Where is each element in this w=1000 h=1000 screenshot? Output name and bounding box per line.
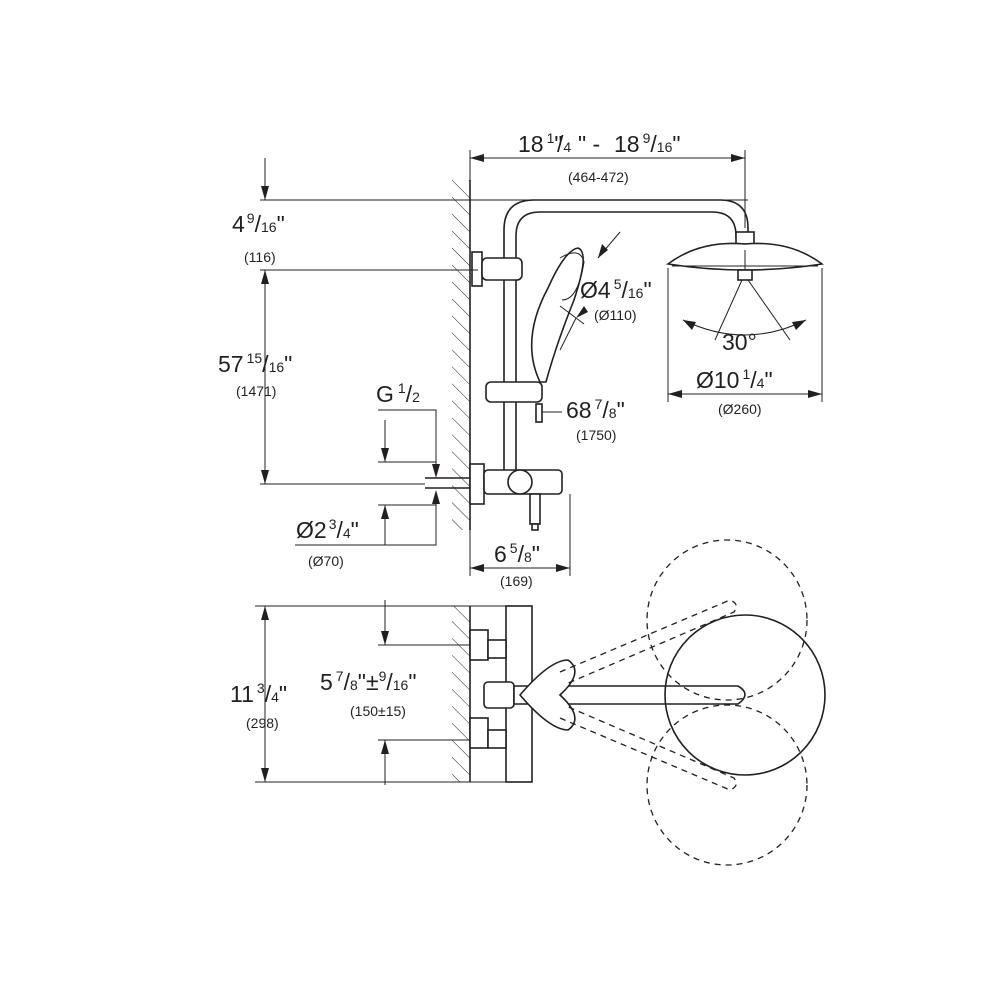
arrow-centers-up bbox=[381, 631, 389, 645]
slider-knob bbox=[535, 403, 543, 423]
arrow-esc bbox=[432, 490, 440, 504]
wall-hatch-side bbox=[452, 180, 470, 530]
side-view bbox=[425, 180, 824, 531]
arrow-thread bbox=[432, 464, 440, 478]
top-nut-upper bbox=[469, 629, 489, 661]
arrow-thread-up bbox=[381, 448, 389, 462]
arrow-head-right bbox=[808, 390, 822, 398]
head-circle-ghost-lower bbox=[646, 704, 808, 866]
head-joint bbox=[735, 231, 755, 245]
spray-line-right bbox=[747, 279, 791, 341]
spray-arc bbox=[682, 319, 807, 336]
arrow-head-left bbox=[668, 390, 682, 398]
wall-hatch-top bbox=[452, 606, 470, 782]
arrow-top-right bbox=[731, 154, 745, 162]
wall-bracket-low bbox=[469, 463, 485, 505]
top-nut-lower bbox=[469, 717, 489, 749]
arrow-tv-down bbox=[261, 768, 269, 782]
label-projection-metric: (169) bbox=[500, 573, 533, 589]
dim-esc-leader bbox=[295, 492, 437, 546]
top-riser-base bbox=[483, 681, 515, 709]
label-top-width-den-a: /4 bbox=[557, 131, 571, 157]
label-head-diameter-metric: (Ø260) bbox=[718, 401, 762, 417]
arrow-centers-down bbox=[381, 740, 389, 754]
mixer-knob bbox=[507, 469, 533, 495]
arrow-proj-left bbox=[470, 564, 484, 572]
arrow-esc-down bbox=[381, 505, 389, 519]
dim-hand-leader-3 bbox=[559, 305, 585, 325]
label-top-width-metric: (464-472) bbox=[568, 169, 629, 185]
top-arm bbox=[513, 685, 746, 705]
mixer-spout bbox=[529, 493, 541, 525]
arrow-hand-1 bbox=[598, 244, 608, 258]
top-nut-upper-hex bbox=[487, 639, 507, 659]
arrow-bar-up bbox=[261, 270, 269, 284]
arrow-bar-down bbox=[261, 470, 269, 484]
label-escutcheon-metric: (Ø70) bbox=[308, 553, 344, 569]
slider-holder bbox=[485, 381, 543, 403]
arm-ghost-upper bbox=[559, 599, 737, 685]
arrow-tv-up bbox=[261, 606, 269, 620]
spray-line-left bbox=[714, 279, 743, 341]
arrow-angle-right bbox=[792, 320, 806, 330]
hand-shower bbox=[530, 247, 584, 383]
arrow-angle-left bbox=[683, 320, 696, 330]
label-bar-height-metric: (1471) bbox=[236, 383, 276, 399]
head-circle-ghost-upper bbox=[646, 539, 808, 701]
head-nozzle bbox=[737, 269, 753, 281]
riser-pipe-inner bbox=[515, 211, 737, 480]
dim-thread-leader bbox=[378, 409, 437, 474]
label-top-view-height-metric: (298) bbox=[246, 715, 279, 731]
dim-hand-leader-2 bbox=[559, 317, 577, 351]
label-angle: 30° bbox=[722, 329, 757, 355]
hand-shower-face bbox=[559, 252, 585, 301]
top-dimensions bbox=[255, 600, 532, 785]
arm-ghost-lower bbox=[559, 705, 737, 791]
label-total-height-metric: (1750) bbox=[576, 427, 616, 443]
arrow-top-left bbox=[470, 154, 484, 162]
top-view bbox=[452, 539, 826, 866]
label-arm-height-metric: (116) bbox=[244, 249, 276, 265]
top-hand-shower bbox=[518, 659, 576, 731]
label-hand-shower-metric: (Ø110) bbox=[594, 307, 637, 323]
label-centers-metric: (150±15) bbox=[350, 703, 406, 719]
bracket-clamp-top bbox=[481, 257, 523, 281]
label-top-width-sep: " - bbox=[578, 131, 600, 157]
arrow-hand-2 bbox=[576, 306, 588, 318]
wall-bracket-top bbox=[471, 251, 483, 287]
head-circle-main bbox=[664, 614, 826, 776]
side-dimensions bbox=[260, 150, 823, 576]
arrow-arm-down bbox=[261, 186, 269, 200]
spout-tip bbox=[531, 523, 539, 531]
top-nut-lower-hex bbox=[487, 729, 507, 749]
arrow-proj-right bbox=[556, 564, 570, 572]
